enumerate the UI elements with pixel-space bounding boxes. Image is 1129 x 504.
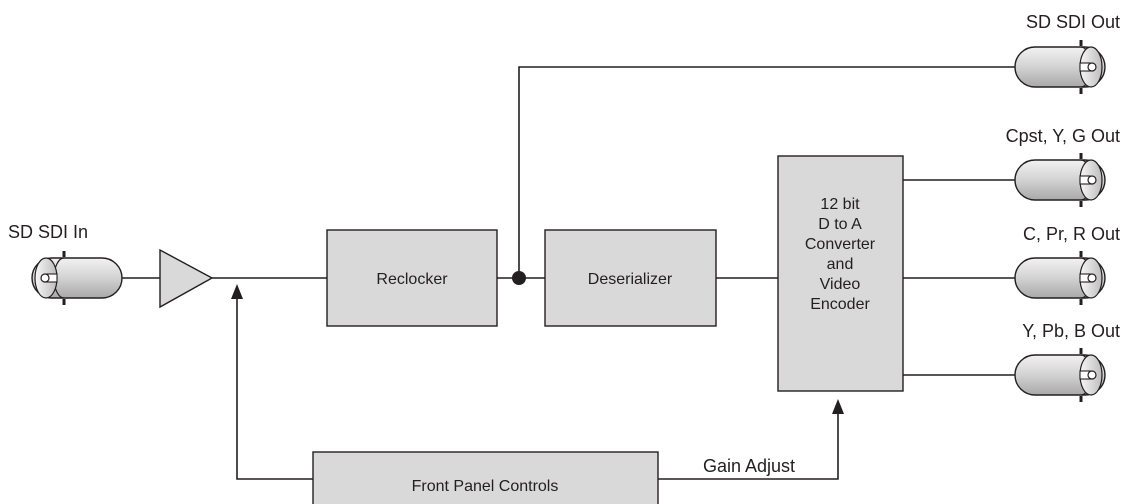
deserializer-block: Deserializer [544, 229, 717, 327]
converter-label-line-2: D to A [818, 216, 862, 233]
cpst-out-connector-icon [1013, 151, 1107, 209]
reclocker-block: Reclocker [326, 229, 498, 327]
converter-encoder-block: 12 bit D to A Converter and Video Encode… [777, 155, 904, 392]
converter-label-line-3: Converter [805, 236, 876, 253]
input-amplifier-triangle [159, 248, 214, 309]
signal-wires [122, 66, 1015, 480]
cpst-out-label: Cpst, Y, G Out [1006, 126, 1120, 146]
reclocker-label: Reclocker [376, 271, 448, 288]
sdi-out-connector-icon [1013, 38, 1107, 96]
deserializer-label: Deserializer [588, 271, 673, 288]
sdi-out-label: SD SDI Out [1026, 12, 1120, 32]
gain-adjust-label: Gain Adjust [703, 456, 795, 476]
front-panel-controls-label: Front Panel Controls [412, 478, 559, 495]
converter-label-line-1: 12 bit [820, 196, 860, 213]
sdi-in-label: SD SDI In [8, 222, 88, 242]
y-pb-b-out-connector-icon [1013, 346, 1107, 404]
converter-label-line-5: Video [820, 276, 861, 293]
split-junction-dot [512, 271, 526, 285]
front-panel-controls-block: Front Panel Controls [312, 451, 659, 504]
converter-label-line-4: and [827, 256, 854, 273]
y-pb-b-out-label: Y, Pb, B Out [1022, 321, 1120, 341]
c-pr-r-out-connector-icon [1013, 249, 1107, 307]
converter-label-line-6: Encoder [810, 296, 870, 313]
sdi-in-connector-icon [30, 249, 124, 307]
c-pr-r-out-label: C, Pr, R Out [1023, 224, 1120, 244]
